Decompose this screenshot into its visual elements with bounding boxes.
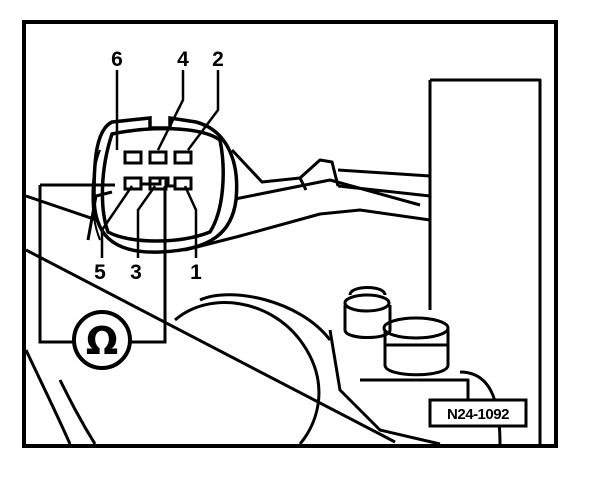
pin-label-4: 4 — [177, 48, 189, 71]
pin-labels: 6 4 2 5 3 1 — [94, 48, 224, 284]
pin-1 — [173, 176, 193, 191]
pin-label-3: 3 — [130, 261, 142, 284]
ohmmeter: Ω — [72, 310, 132, 370]
pin-label-2: 2 — [212, 48, 224, 71]
pin-label-6: 6 — [111, 48, 123, 71]
pin-5 — [123, 176, 143, 191]
ohmmeter-dial — [72, 310, 132, 370]
reference-code: N24-1092 — [447, 406, 509, 423]
pin-4 — [148, 150, 168, 165]
reference-box: N24-1092 — [428, 398, 528, 428]
ohm-symbol: Ω — [86, 319, 118, 363]
pin-2 — [173, 150, 193, 165]
ohmmeter-leads — [38, 176, 175, 344]
pin-label-1: 1 — [190, 261, 202, 284]
pin-6 — [123, 150, 143, 165]
pin-label-5: 5 — [94, 261, 106, 284]
leader-lines — [100, 70, 220, 258]
engine-background — [24, 78, 542, 446]
